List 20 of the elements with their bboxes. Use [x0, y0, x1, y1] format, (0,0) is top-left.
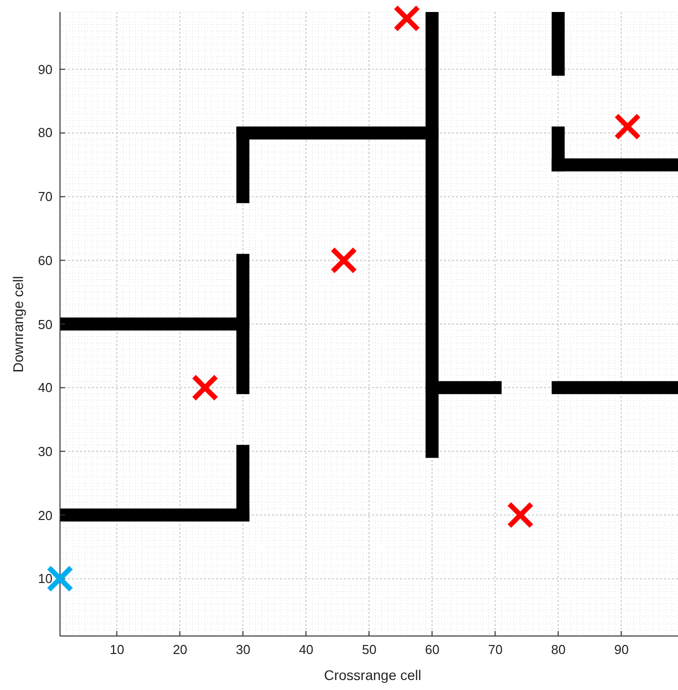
tick-label: 40	[38, 380, 52, 396]
tick-label: 80	[38, 125, 52, 140]
tick-label: 20	[38, 508, 52, 523]
tick-label: 90	[38, 62, 52, 77]
tick-label: 30	[38, 444, 52, 459]
tick-label: 70	[38, 189, 52, 204]
axis-title: Crossrange cell	[324, 666, 422, 682]
tick-label: 10	[38, 571, 52, 586]
tick-label: 60	[38, 252, 52, 268]
axis-title: Downrange cell	[10, 276, 26, 372]
tick-label: 50	[362, 642, 376, 656]
tick-label: 30	[236, 642, 250, 656]
tick-label: 20	[172, 642, 188, 656]
tick-label: 90	[614, 642, 629, 656]
tick-label: 40	[298, 642, 314, 656]
tick-label: 50	[38, 316, 52, 332]
tick-label: 10	[110, 642, 124, 656]
tick-label: 80	[551, 642, 566, 656]
tick-label: 60	[425, 642, 440, 656]
tick-label: 70	[488, 642, 503, 656]
